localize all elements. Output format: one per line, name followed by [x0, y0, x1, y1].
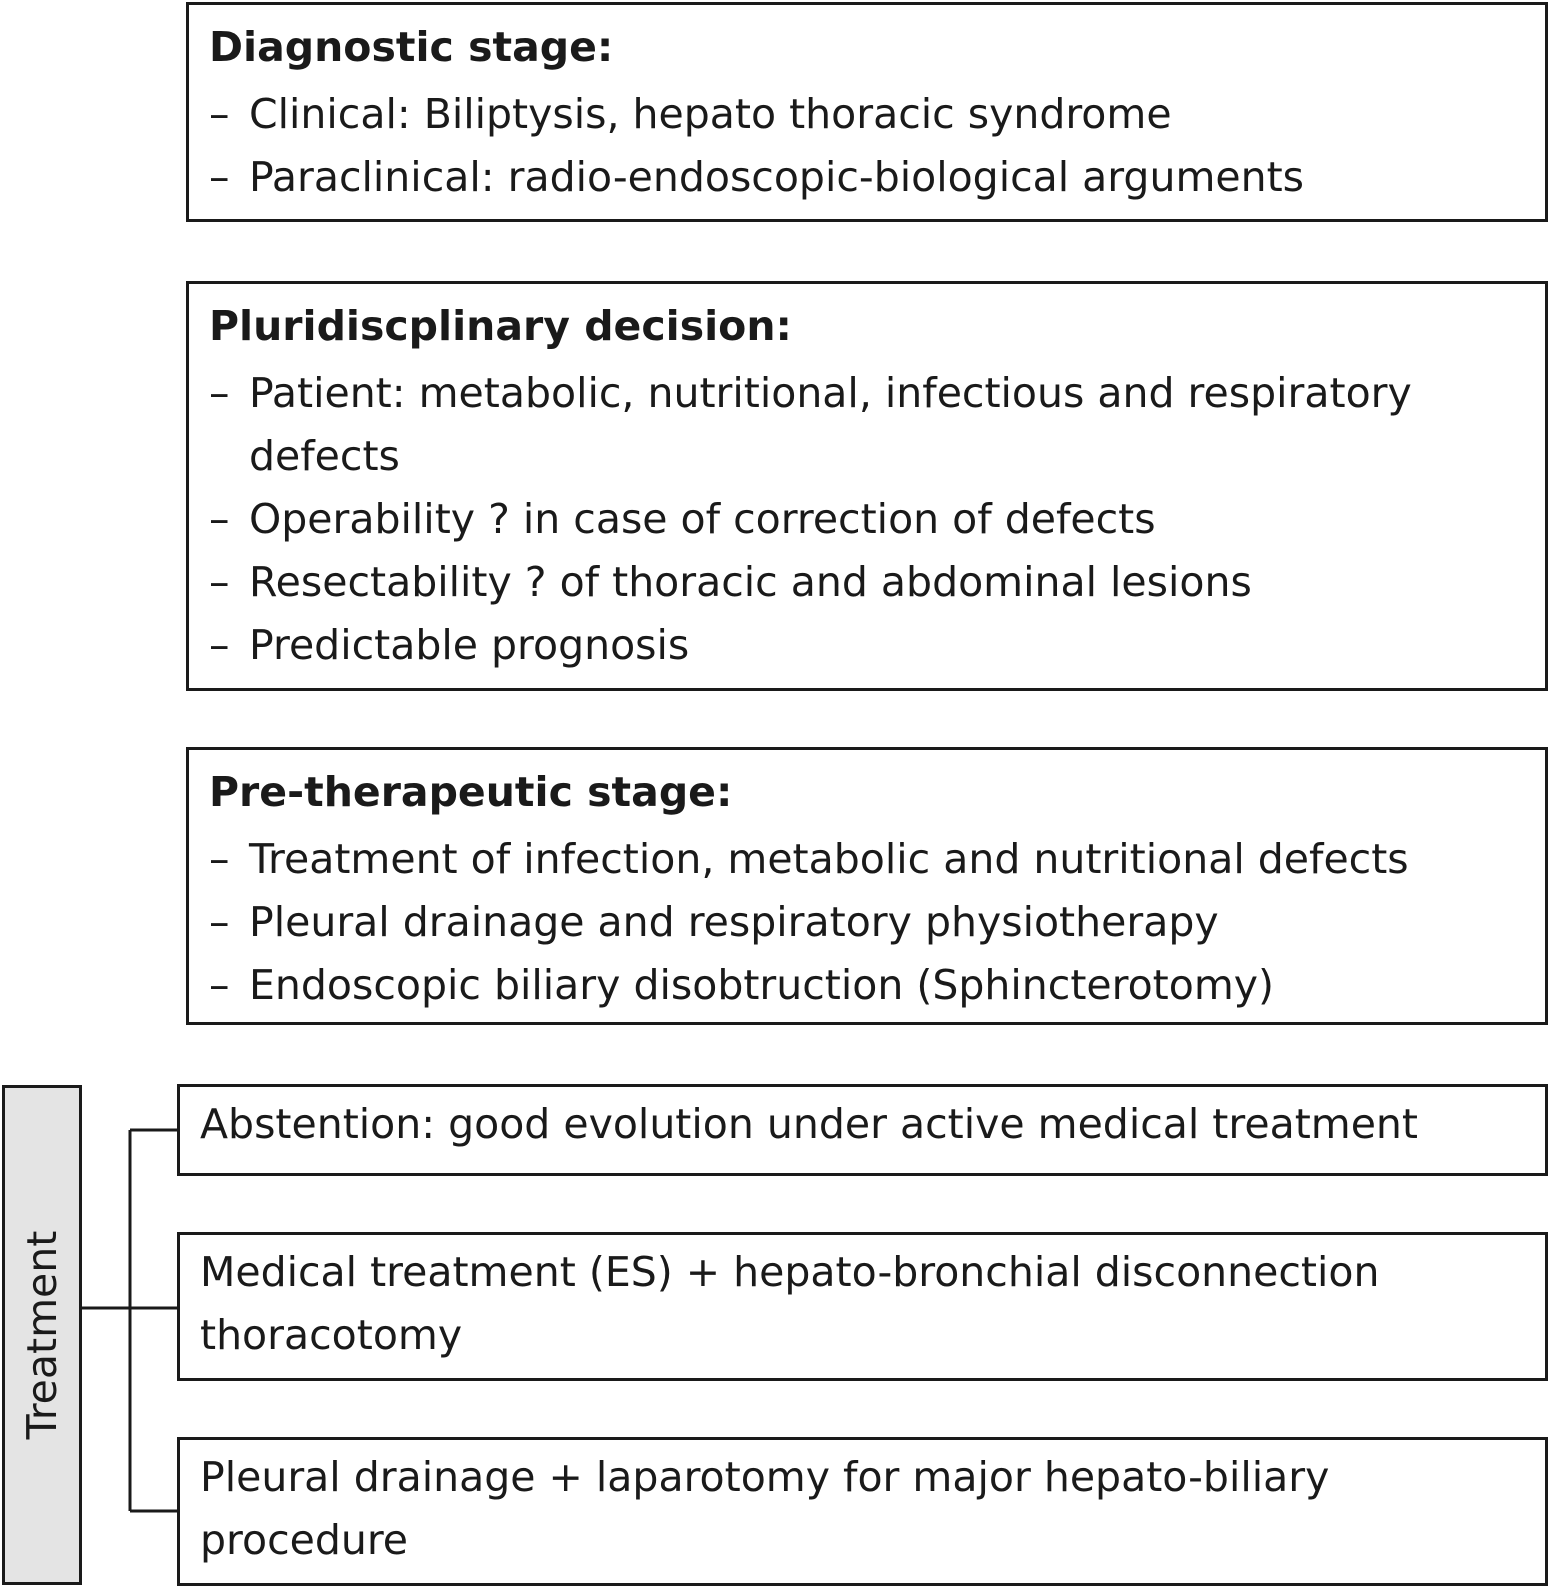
bullet-dash: –	[209, 495, 230, 543]
treatment-option-text: Pleural drainage + laparotomy for major …	[200, 1453, 1330, 1564]
pluridisciplinary-decision-item-text: Resectability ? of thoracic and abdomina…	[249, 558, 1252, 606]
pluridisciplinary-decision-item-text: Predictable prognosis	[249, 621, 690, 669]
treatment-option-text: Abstention: good evolution under active …	[200, 1100, 1418, 1148]
treatment-option-laparotomy: Pleural drainage + laparotomy for major …	[177, 1437, 1548, 1586]
treatment-option-thoracotomy: Medical treatment (ES) + hepato-bronchia…	[177, 1232, 1548, 1381]
diagnostic-stage-item: – Paraclinical: radio-endoscopic-biologi…	[209, 146, 1527, 209]
pluridisciplinary-decision-box: Pluridiscplinary decision: – Patient: me…	[186, 281, 1548, 691]
diagnostic-stage-item: – Clinical: Biliptysis, hepato thoracic …	[209, 83, 1527, 146]
treatment-tab: Treatment	[2, 1085, 82, 1585]
diagnostic-stage-item-text: Paraclinical: radio-endoscopic-biologica…	[249, 153, 1305, 201]
treatment-label: Treatment	[18, 1230, 66, 1440]
bullet-dash: –	[209, 835, 230, 883]
diagnostic-stage-item-text: Clinical: Biliptysis, hepato thoracic sy…	[249, 90, 1172, 138]
bullet-dash: –	[209, 369, 230, 417]
pre-therapeutic-stage-item: – Treatment of infection, metabolic and …	[209, 828, 1527, 891]
bullet-dash: –	[209, 898, 230, 946]
pre-therapeutic-stage-title: Pre-therapeutic stage:	[209, 768, 733, 816]
pluridisciplinary-decision-item-text: Operability ? in case of correction of d…	[249, 495, 1156, 543]
treatment-option-abstention: Abstention: good evolution under active …	[177, 1084, 1548, 1176]
bullet-dash: –	[209, 961, 230, 1009]
pluridisciplinary-decision-item-text: Patient: metabolic, nutritional, infecti…	[249, 369, 1412, 480]
pre-therapeutic-stage-item-text: Endoscopic biliary disobtruction (Sphinc…	[249, 961, 1275, 1009]
bullet-dash: –	[209, 558, 230, 606]
bullet-dash: –	[209, 90, 230, 138]
pluridisciplinary-decision-item: – Resectability ? of thoracic and abdomi…	[209, 551, 1527, 614]
diagnostic-stage-box: Diagnostic stage: – Clinical: Biliptysis…	[186, 2, 1548, 222]
bullet-dash: –	[209, 153, 230, 201]
pre-therapeutic-stage-item: – Endoscopic biliary disobtruction (Sphi…	[209, 954, 1527, 1017]
pre-therapeutic-stage-item-text: Treatment of infection, metabolic and nu…	[249, 835, 1409, 883]
treatment-option-text: Medical treatment (ES) + hepato-bronchia…	[200, 1248, 1380, 1359]
pre-therapeutic-stage-item-text: Pleural drainage and respiratory physiot…	[249, 898, 1219, 946]
pluridisciplinary-decision-item: – Patient: metabolic, nutritional, infec…	[209, 362, 1509, 488]
pluridisciplinary-decision-item: – Predictable prognosis	[209, 614, 1527, 677]
pluridisciplinary-decision-title: Pluridiscplinary decision:	[209, 302, 792, 350]
pre-therapeutic-stage-box: Pre-therapeutic stage: – Treatment of in…	[186, 747, 1548, 1025]
pluridisciplinary-decision-item: – Operability ? in case of correction of…	[209, 488, 1527, 551]
diagnostic-stage-title: Diagnostic stage:	[209, 23, 614, 71]
bullet-dash: –	[209, 621, 230, 669]
pre-therapeutic-stage-item: – Pleural drainage and respiratory physi…	[209, 891, 1527, 954]
